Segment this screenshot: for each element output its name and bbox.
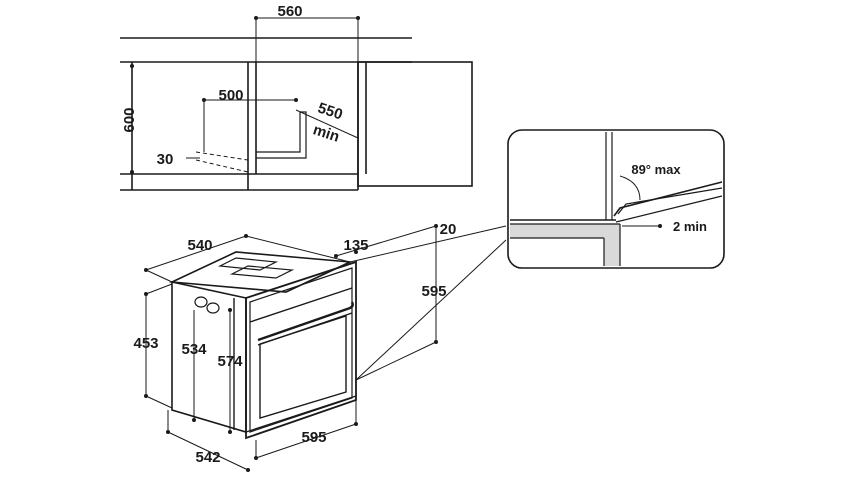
dim-30: 30	[157, 151, 174, 168]
dim-534: 534	[181, 341, 207, 358]
dim-595-height: 595	[421, 283, 446, 300]
dim-20: 20	[440, 221, 457, 238]
dim-560: 560	[277, 3, 302, 20]
cabinet-dimensions	[130, 16, 360, 174]
detail-angle-label: 89° max	[631, 162, 681, 177]
dim-595-width: 595	[301, 429, 326, 446]
dim-550: 550	[316, 100, 345, 124]
detail-callout	[507, 129, 725, 269]
oven-dimensions	[144, 224, 507, 472]
detail-gap-label: 2 min	[673, 219, 707, 234]
dim-550-min: min	[311, 121, 342, 145]
cabinet-drawing	[120, 37, 473, 191]
dim-453: 453	[133, 335, 158, 352]
dim-135: 135	[343, 237, 368, 254]
dim-542: 542	[195, 449, 220, 466]
dim-574: 574	[217, 353, 243, 370]
dim-500: 500	[218, 87, 243, 104]
dim-540: 540	[187, 237, 212, 254]
dim-600: 600	[121, 107, 138, 132]
